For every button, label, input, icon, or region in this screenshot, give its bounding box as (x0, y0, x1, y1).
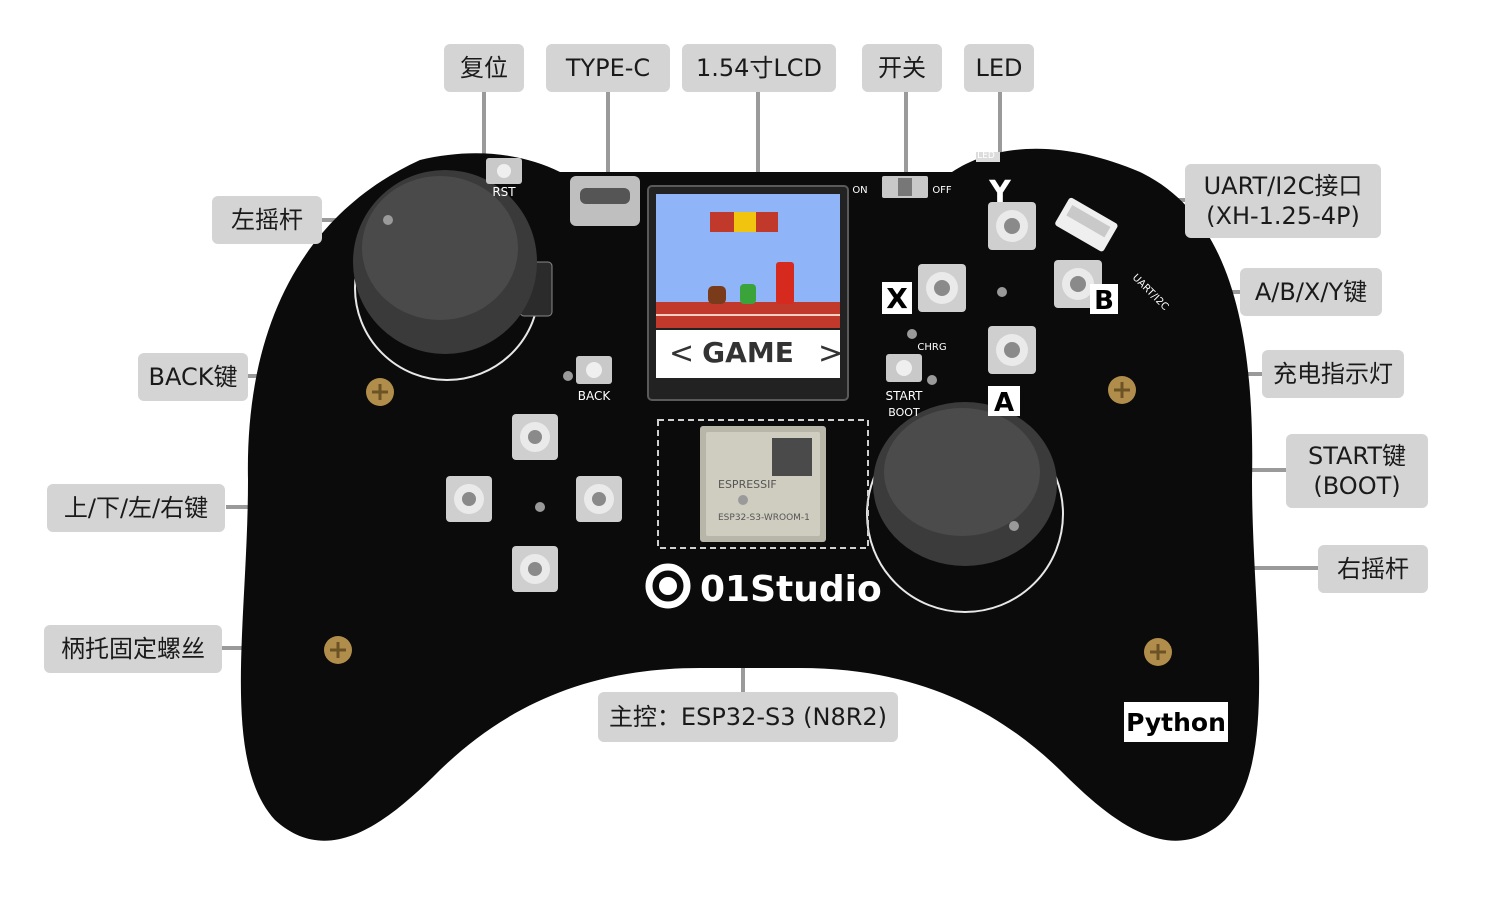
python-tag-box (1124, 702, 1228, 742)
esp32-module (657, 419, 869, 549)
lcd-screen: < GAME > (647, 185, 849, 401)
label-uart-line2: (XH-1.25-4P) (1206, 202, 1360, 230)
label-right-stick: 右摇杆 (1318, 545, 1428, 593)
key-b-box (1090, 284, 1118, 314)
key-b-label: B (1094, 286, 1114, 316)
screws (324, 376, 1172, 666)
lcd-goomba (708, 286, 726, 304)
lcd-menu-bar (656, 330, 840, 378)
led-indicator (976, 152, 1000, 162)
lcd-turtle (740, 284, 756, 304)
label-abxy: A/B/X/Y键 (1240, 268, 1382, 316)
key-x-label: X (886, 282, 908, 315)
module-vendor: ESPRESSIF (718, 478, 777, 491)
label-back: BACK键 (138, 353, 248, 401)
silk-rst: RST (492, 185, 516, 199)
silk-led: LED (977, 151, 995, 161)
label-type-c: TYPE-C (546, 44, 670, 92)
label-lcd: 1.54寸LCD (682, 44, 836, 92)
silk-back: BACK (578, 389, 612, 403)
silk-off: OFF (932, 185, 952, 196)
dpad-buttons (446, 414, 622, 592)
silk-on: ON (852, 185, 867, 196)
label-start-line2: (BOOT) (1313, 472, 1401, 500)
label-led: LED (964, 44, 1034, 92)
key-y-label: Y (988, 175, 1012, 210)
label-mount-screw: 柄托固定螺丝 (44, 625, 222, 673)
label-dpad: 上/下/左/右键 (47, 484, 225, 532)
module-model: ESP32-S3-WROOM-1 (718, 513, 810, 523)
face-buttons (918, 202, 1102, 374)
uart-connector (1055, 197, 1118, 252)
key-a-label: A (994, 388, 1014, 418)
reset-button (486, 158, 522, 184)
label-start: START键 (BOOT) (1286, 434, 1428, 508)
label-power-switch: 开关 (862, 44, 942, 92)
lcd-game-text: GAME (702, 336, 794, 369)
start-button (886, 329, 937, 385)
label-uart: UART/I2C接口 (XH-1.25-4P) (1185, 164, 1381, 238)
label-start-line1: START键 (1307, 442, 1407, 470)
silk-start: START (885, 389, 923, 403)
lcd-bricks (656, 212, 840, 328)
python-tag: Python (1126, 708, 1226, 737)
label-reset: 复位 (444, 44, 524, 92)
label-charge-indicator: 充电指示灯 (1262, 350, 1404, 398)
power-switch (882, 176, 928, 198)
lcd-right-arrow: > (818, 336, 843, 371)
brand-name: 01Studio (700, 569, 882, 610)
left-joystick (353, 170, 553, 354)
type-c-port (570, 176, 640, 226)
key-a-box (988, 386, 1020, 416)
label-left-stick: 左摇杆 (212, 196, 322, 244)
brand-logo: 01Studio (645, 563, 882, 610)
back-button (563, 356, 612, 384)
label-uart-line1: UART/I2C接口 (1203, 172, 1363, 200)
silk-boot: BOOT (888, 406, 920, 419)
lcd-left-arrow: < (669, 336, 694, 371)
silk-chrg: CHRG (917, 342, 946, 353)
label-mcu: 主控：ESP32-S3 (N8R2) (598, 692, 898, 742)
right-joystick (873, 402, 1057, 566)
lcd-hero (776, 262, 794, 304)
key-x-box (882, 282, 912, 314)
